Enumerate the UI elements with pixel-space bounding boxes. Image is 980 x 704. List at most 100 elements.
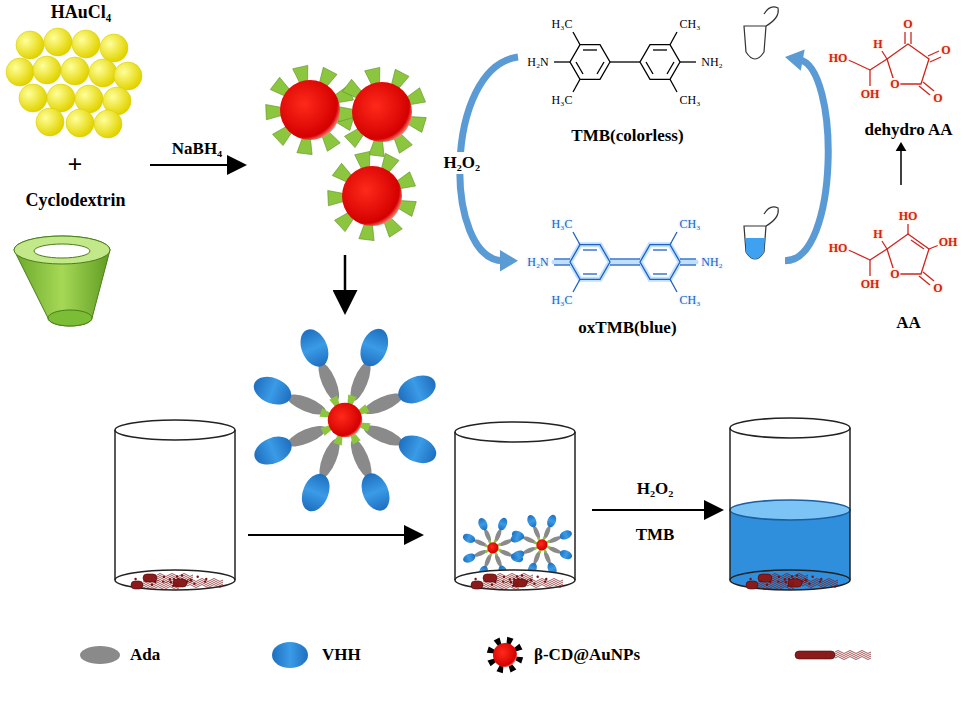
vhh-nanobody (356, 469, 395, 515)
atom-label: H (872, 38, 883, 50)
atom-label: CH₃ (679, 218, 702, 230)
vhh-nanobody (510, 529, 525, 542)
vhh-nanobody (496, 516, 509, 531)
atom-label: OH (860, 88, 881, 100)
well-bottom (455, 570, 575, 590)
flagellum (483, 587, 519, 590)
cyclodextrin-cone (338, 107, 355, 122)
gold-salt-sphere (36, 108, 64, 136)
cell-debris (820, 578, 822, 580)
flagellum (143, 587, 179, 590)
atom-label: O (902, 18, 913, 30)
gold-salt-sphere (94, 110, 122, 138)
atom-label: HO (828, 52, 849, 64)
well-wall (849, 428, 851, 580)
oxtmb-structure (554, 232, 696, 292)
cell-debris (545, 578, 547, 580)
nanoparticle-swatch (487, 637, 523, 673)
flagellum (527, 585, 563, 588)
atom-label: CH₃ (679, 94, 702, 106)
vhh-nanobody (461, 532, 476, 545)
gold-salt-sphere (114, 62, 142, 90)
cell-debris (196, 576, 198, 578)
vhh-swatch (272, 642, 308, 668)
gold-nanoparticle (342, 166, 402, 226)
vhh-nanobody (511, 549, 526, 562)
reagent-label: H₂O₂ (637, 480, 674, 497)
atom-label: H₂N (526, 56, 550, 68)
vhh-nanobody (394, 370, 440, 409)
atom-label: HO (828, 242, 849, 254)
gold-nanoparticle (536, 539, 547, 550)
atom-label: CH₃ (679, 18, 702, 30)
cell-debris (536, 576, 538, 578)
atom-label: OH (860, 278, 881, 290)
well-rim (115, 420, 235, 440)
atom-label: O (940, 44, 951, 56)
arrow-head (785, 50, 805, 71)
cell-body (795, 651, 835, 659)
well-wall (729, 428, 731, 580)
cell-debris (134, 578, 136, 580)
bacterium (513, 579, 563, 588)
arrow-head (500, 250, 518, 272)
legend-text: Ada (130, 645, 160, 665)
well-wall (574, 432, 576, 580)
species-node: Cyclodextrin (8, 190, 158, 330)
gold-salt-sphere (6, 58, 34, 86)
atom-label: H₃C (551, 218, 574, 230)
vhh-nanobody (477, 517, 490, 532)
cell-body (746, 581, 758, 589)
well-wall (454, 432, 456, 580)
bacterium (746, 581, 794, 590)
bacterium (173, 579, 223, 588)
species-label: HAuCl₄ (51, 2, 111, 23)
cell-debris (205, 578, 207, 580)
vhh-nanobody (558, 548, 573, 561)
flagellum (802, 585, 838, 588)
edge-label: H₂O₂ (440, 152, 483, 174)
well-wall (114, 430, 116, 580)
flagellum (187, 585, 223, 588)
arrow-head (896, 142, 907, 151)
atom-label: NH₂ (700, 256, 724, 268)
blue-solution (730, 510, 850, 590)
aa-structure (848, 224, 939, 285)
well-rim (730, 418, 850, 438)
species-label: Cyclodextrin (26, 190, 126, 211)
reagent-label: + (68, 152, 83, 178)
gold-nanoparticle (328, 403, 363, 438)
gold-salt-sphere (16, 31, 44, 59)
atom-label: H₃C (551, 94, 574, 106)
gold-salt-sphere (44, 28, 72, 56)
cyclodextrin-cone (328, 191, 345, 206)
legend-text: VHH (322, 645, 361, 665)
vhh-nanobody (462, 552, 477, 565)
cell-body (131, 581, 143, 589)
well-bottom (115, 570, 235, 590)
cyclodextrin-cup (14, 236, 110, 326)
cell-body (471, 581, 483, 589)
gold-nanoparticle (280, 80, 340, 140)
atom-label: H₃C (551, 18, 574, 30)
reaction-arrow (900, 149, 902, 185)
tube-colorless (744, 7, 778, 59)
gold-salt-sphere (100, 34, 128, 62)
atom-label: O (889, 268, 900, 280)
flagellum (835, 657, 871, 660)
dehydroaa-structure (848, 32, 941, 95)
ada-swatch (80, 646, 120, 664)
atom-label: H (872, 228, 883, 240)
reaction-arrow (785, 60, 828, 261)
bacterium (788, 579, 838, 588)
gold-nanoparticle (493, 643, 517, 667)
cell-debris (474, 578, 476, 580)
tmb-structure (554, 32, 696, 92)
species-node: AA (826, 185, 976, 335)
species-label: AA (896, 313, 921, 333)
species-node: dehydro AA (826, 8, 976, 142)
atom-label: H₃C (551, 294, 574, 306)
atom-label: O (889, 78, 900, 90)
vhh-nanobody (297, 470, 335, 516)
